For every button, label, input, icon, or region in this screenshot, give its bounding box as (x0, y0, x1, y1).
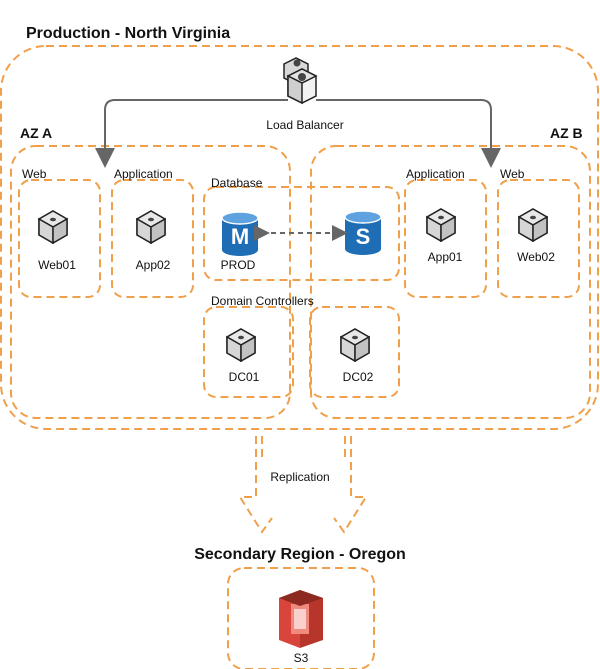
application-group-label-b: Application (406, 167, 465, 181)
production-region-boundary (0, 45, 599, 430)
web02-server-icon (518, 208, 548, 242)
database-group-label: Database (211, 176, 263, 190)
dc01-label: DC01 (229, 370, 260, 384)
s3-label: S3 (294, 651, 309, 665)
az-a-boundary (10, 145, 291, 419)
domain-controller-group-az-a (203, 306, 294, 398)
dc02-server-icon (340, 328, 370, 362)
dc01-server-icon (226, 328, 256, 362)
replication-arrow (238, 436, 368, 534)
secondary-region-boundary (227, 567, 375, 669)
lb-to-az-a-arrow (95, 99, 288, 168)
application-group-az-b (404, 179, 487, 298)
app01-server-icon (426, 208, 456, 242)
domain-controller-group-az-b (309, 306, 400, 398)
dc02-label: DC02 (343, 370, 374, 384)
master-badge: M (231, 224, 249, 249)
az-a-label: AZ A (20, 125, 52, 141)
application-group-label-a: Application (114, 167, 173, 181)
domain-controllers-label: Domain Controllers (211, 294, 314, 308)
application-group-az-a (111, 179, 194, 298)
web-group-az-b (497, 179, 580, 298)
secondary-region-title: Secondary Region - Oregon (194, 546, 406, 563)
replication-label: Replication (270, 470, 329, 484)
app02-label: App02 (136, 258, 171, 272)
web-group-label-b: Web (500, 167, 525, 181)
s3-bucket-icon (279, 590, 323, 648)
web01-server-icon (38, 210, 68, 244)
prod-label: PROD (221, 258, 256, 272)
web02-label: Web02 (517, 250, 555, 264)
slave-badge: S (356, 224, 371, 249)
load-balancer-icon (283, 57, 318, 105)
az-b-boundary (310, 145, 591, 419)
az-b-label: AZ B (550, 125, 583, 141)
web-group-label-a: Web (22, 167, 47, 181)
production-region-title: Production - North Virginia (26, 25, 230, 42)
web-group-az-a (18, 179, 101, 298)
web01-label: Web01 (38, 258, 76, 272)
lb-to-az-b-arrow (316, 99, 501, 168)
load-balancer-label: Load Balancer (266, 118, 343, 132)
app01-label: App01 (428, 250, 463, 264)
database-group (203, 186, 400, 281)
app02-server-icon (136, 210, 166, 244)
